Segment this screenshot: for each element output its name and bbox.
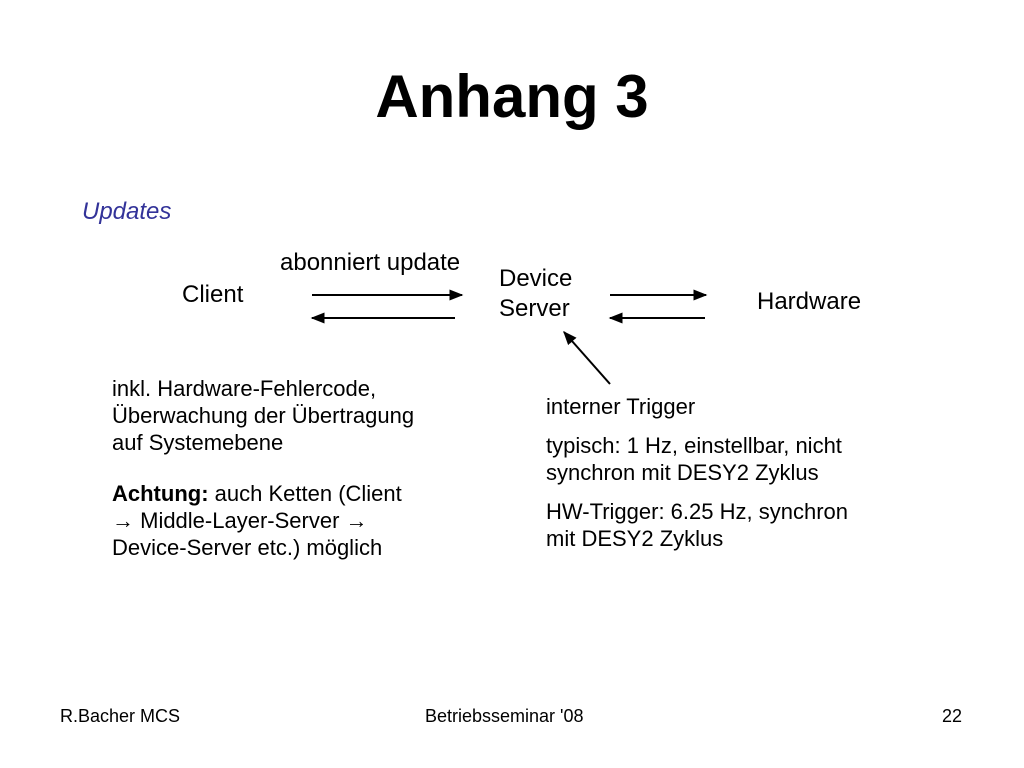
device-server-label-line2: Server <box>499 295 570 322</box>
achtung-line2: → Middle-Layer-Server → <box>112 508 368 533</box>
footer-author: R.Bacher MCS <box>60 706 181 726</box>
left-note-line: Überwachung der Übertragung <box>112 403 415 428</box>
achtung-line1: Achtung: auch Ketten (Client <box>112 480 482 507</box>
left-note-line: auf Systemebene <box>112 430 284 455</box>
footer-event: Betriebsseminar '08 <box>425 706 584 726</box>
hardware-label: Hardware <box>757 288 862 315</box>
left-notes: inkl. Hardware-Fehlercode, Überwachung d… <box>112 375 482 561</box>
achtung-text: auch Ketten (Client <box>214 481 402 506</box>
trigger-label: interner Trigger <box>546 394 696 419</box>
client-label: Client <box>182 281 244 308</box>
achtung-label: Achtung: <box>112 481 209 506</box>
hw-trigger-line1: HW-Trigger: 6.25 Hz, synchron <box>546 499 848 524</box>
achtung-line3: Device-Server etc.) möglich <box>112 535 383 560</box>
arrow-trigger-to-server <box>563 330 611 385</box>
right-notes: interner Trigger typisch: 1 Hz, einstell… <box>546 393 926 552</box>
left-note-line: inkl. Hardware-Fehlercode, <box>112 376 377 401</box>
hw-trigger-line2: mit DESY2 Zyklus <box>546 526 724 551</box>
page-number: 22 <box>942 706 963 726</box>
device-server-label-line1: Device <box>499 265 573 292</box>
typisch-line2: synchron mit DESY2 Zyklus <box>546 460 819 485</box>
slide-title: Anhang 3 <box>375 63 649 130</box>
arrow-label: abonniert update <box>280 249 461 276</box>
section-heading: Updates <box>82 198 172 225</box>
typisch-line1: typisch: 1 Hz, einstellbar, nicht <box>546 433 842 458</box>
